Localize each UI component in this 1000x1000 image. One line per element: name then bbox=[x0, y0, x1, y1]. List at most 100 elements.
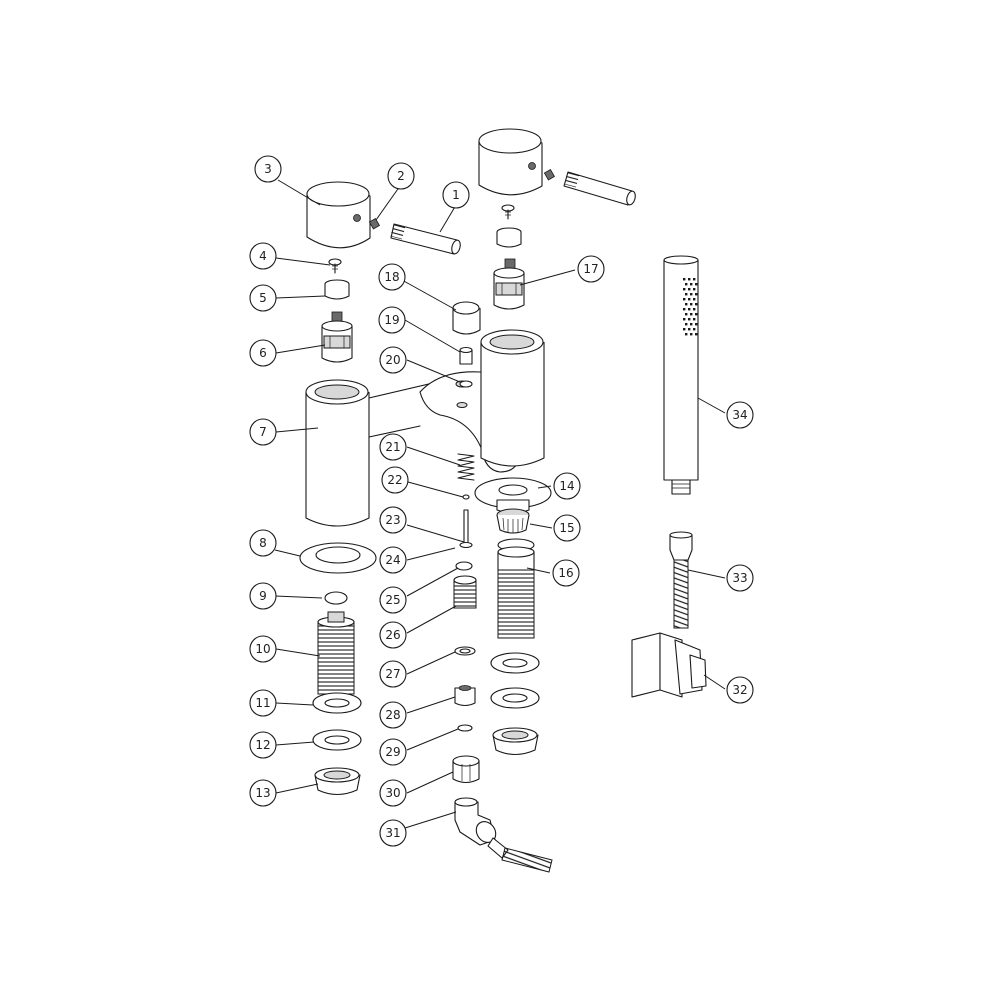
left-handle-cap bbox=[306, 181, 371, 249]
right-backnut bbox=[492, 727, 539, 756]
callout-2: 2 bbox=[387, 162, 415, 190]
callout-label: 34 bbox=[732, 408, 747, 422]
callout-10: 10 bbox=[249, 635, 277, 663]
callout-label: 7 bbox=[259, 425, 267, 439]
left-lever-rod bbox=[390, 223, 461, 255]
callout-label: 20 bbox=[385, 353, 400, 367]
right-filter-insert bbox=[496, 508, 530, 534]
callout-label: 24 bbox=[385, 553, 400, 567]
callout-label: 25 bbox=[385, 593, 400, 607]
callout-label: 21 bbox=[385, 440, 400, 454]
callout-label: 23 bbox=[385, 513, 400, 527]
callout-label: 12 bbox=[255, 738, 270, 752]
callout-21: 21 bbox=[379, 433, 407, 461]
callout-18: 18 bbox=[378, 263, 406, 291]
diverter-hex-nipple bbox=[454, 685, 476, 707]
callout-label: 5 bbox=[259, 291, 267, 305]
callout-25: 25 bbox=[379, 586, 407, 614]
callout-14: 14 bbox=[553, 472, 581, 500]
shower-nozzle-grid bbox=[683, 278, 698, 336]
callout-label: 18 bbox=[384, 270, 399, 284]
callout-label: 15 bbox=[559, 521, 574, 535]
callout-label: 28 bbox=[385, 708, 400, 722]
callout-28: 28 bbox=[379, 701, 407, 729]
callout-label: 29 bbox=[385, 745, 400, 759]
diverter-small-o-ring bbox=[462, 494, 470, 500]
diverter-spring bbox=[457, 453, 475, 481]
callout-15: 15 bbox=[553, 514, 581, 542]
callout-22: 22 bbox=[381, 466, 409, 494]
shower-handset bbox=[663, 255, 699, 495]
callout-label: 26 bbox=[385, 628, 400, 642]
callout-3: 3 bbox=[254, 155, 282, 183]
callout-8: 8 bbox=[249, 529, 277, 557]
left-cap-screw bbox=[328, 258, 342, 274]
callout-23: 23 bbox=[379, 506, 407, 534]
left-o-ring bbox=[324, 591, 348, 605]
callout-label: 11 bbox=[255, 696, 270, 710]
right-base-flange bbox=[474, 477, 552, 514]
callout-label: 14 bbox=[559, 479, 574, 493]
callout-label: 3 bbox=[264, 162, 272, 176]
right-washer-lower bbox=[490, 687, 540, 709]
callout-bubbles: 1234567891011121314151617181920212223242… bbox=[249, 155, 754, 847]
diverter-lower-o-ring bbox=[457, 724, 473, 732]
callout-label: 27 bbox=[385, 667, 400, 681]
callout-label: 13 bbox=[255, 786, 270, 800]
shower-wall-bracket bbox=[631, 632, 707, 698]
diverter-o-ring-upper bbox=[459, 380, 473, 388]
callout-label: 22 bbox=[387, 473, 402, 487]
callout-12: 12 bbox=[249, 731, 277, 759]
right-cartridge bbox=[493, 258, 525, 310]
callout-label: 17 bbox=[583, 262, 598, 276]
hose-elbow-connector bbox=[454, 797, 553, 873]
callout-label: 9 bbox=[259, 589, 267, 603]
left-valve-body bbox=[305, 379, 370, 527]
callout-label: 6 bbox=[259, 346, 267, 360]
callout-34: 34 bbox=[726, 401, 754, 429]
callout-7: 7 bbox=[249, 418, 277, 446]
left-threaded-tail bbox=[317, 611, 355, 695]
left-spline-adapter bbox=[324, 279, 350, 300]
callout-11: 11 bbox=[249, 689, 277, 717]
right-handle-cap bbox=[478, 128, 543, 196]
callout-30: 30 bbox=[379, 779, 407, 807]
left-washer-lower bbox=[312, 729, 362, 751]
leader-lines bbox=[274, 179, 726, 829]
callout-16: 16 bbox=[552, 559, 580, 587]
callout-31: 31 bbox=[379, 819, 407, 847]
callout-label: 8 bbox=[259, 536, 267, 550]
callout-label: 2 bbox=[397, 169, 405, 183]
callout-label: 1 bbox=[452, 188, 460, 202]
callout-32: 32 bbox=[726, 676, 754, 704]
callout-6: 6 bbox=[249, 339, 277, 367]
callout-label: 10 bbox=[255, 642, 270, 656]
left-washer-upper bbox=[312, 692, 362, 714]
callout-label: 16 bbox=[558, 566, 573, 580]
callout-19: 19 bbox=[378, 306, 406, 334]
callout-5: 5 bbox=[249, 284, 277, 312]
diverter-washer bbox=[454, 646, 476, 656]
callout-label: 33 bbox=[732, 571, 747, 585]
left-base-flange bbox=[299, 542, 377, 574]
callout-17: 17 bbox=[577, 255, 605, 283]
diverter-seal bbox=[455, 561, 473, 571]
callout-label: 4 bbox=[259, 249, 267, 263]
left-backnut bbox=[314, 767, 361, 796]
callout-13: 13 bbox=[249, 779, 277, 807]
callout-20: 20 bbox=[379, 346, 407, 374]
right-valve-body bbox=[480, 329, 545, 467]
right-grub-screw bbox=[543, 168, 556, 181]
callout-29: 29 bbox=[379, 738, 407, 766]
callout-label: 30 bbox=[385, 786, 400, 800]
left-cartridge bbox=[321, 311, 353, 363]
shower-hose bbox=[669, 531, 693, 629]
callout-label: 31 bbox=[385, 826, 400, 840]
callout-label: 32 bbox=[732, 683, 747, 697]
callout-27: 27 bbox=[379, 660, 407, 688]
callout-1: 1 bbox=[442, 181, 470, 209]
diverter-bush bbox=[459, 346, 473, 365]
diverter-spindle bbox=[459, 509, 473, 549]
callout-4: 4 bbox=[249, 242, 277, 270]
